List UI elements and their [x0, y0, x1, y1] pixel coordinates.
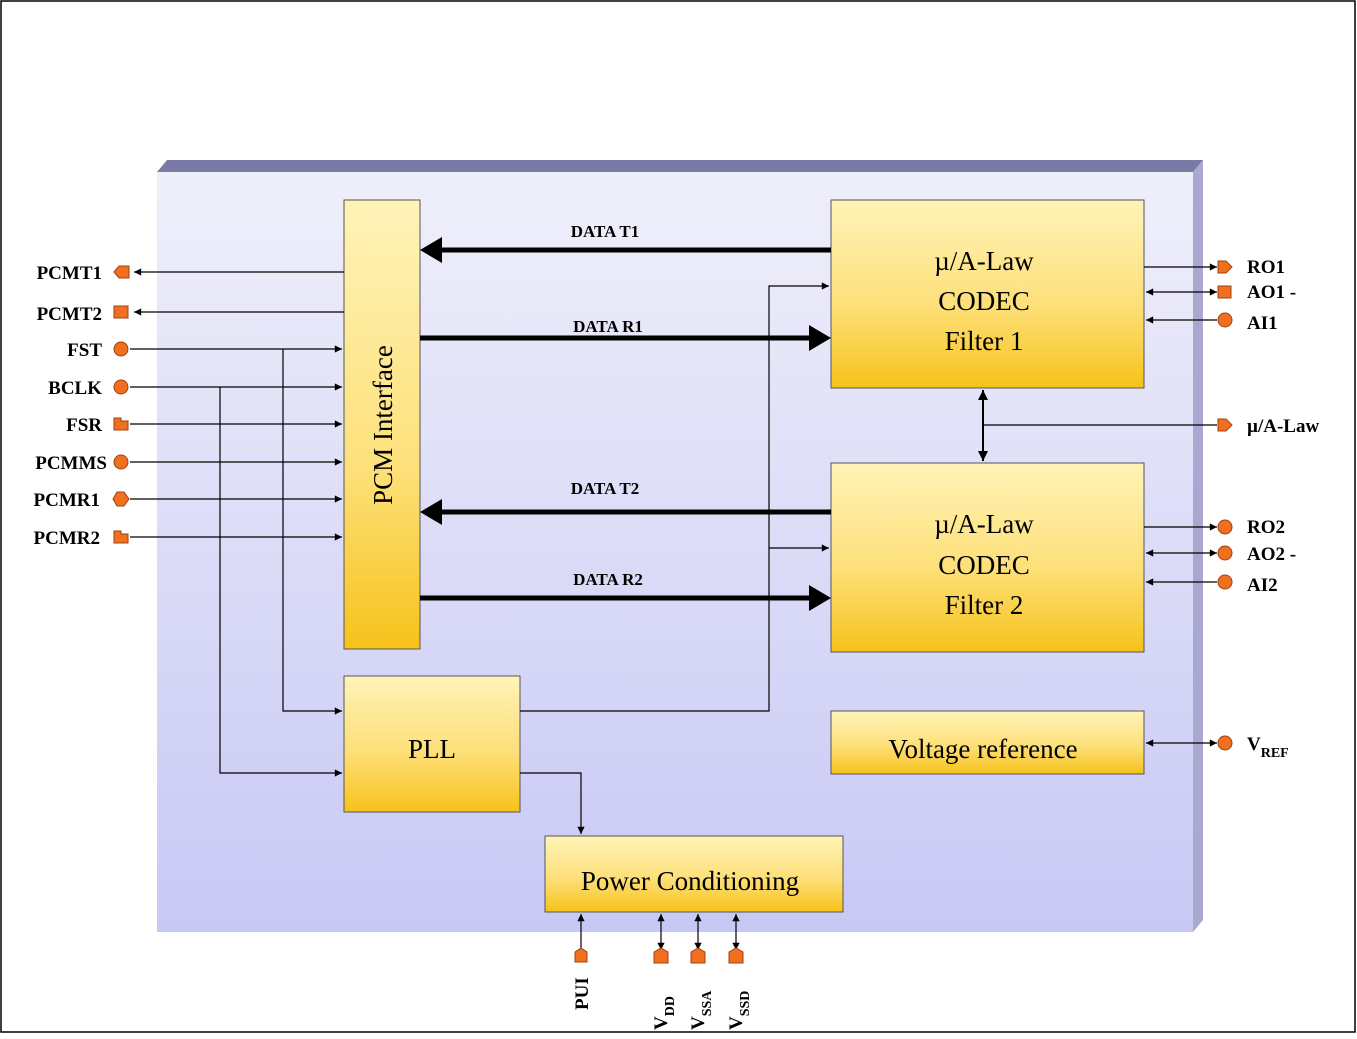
pin-label-vdd-sub: DD — [663, 996, 678, 1016]
pin-label-ao1: AO1 - — [1247, 282, 1296, 303]
codec1-line2: CODEC — [938, 286, 1030, 316]
codec2-line1: µ/A-Law — [934, 509, 1034, 539]
signal-lines — [130, 263, 1217, 952]
codec1-line3: Filter 1 — [945, 326, 1024, 356]
data-buses — [420, 247, 831, 601]
pin-ai2 — [1217, 574, 1233, 590]
pcm-interface-block: PCM Interface — [343, 199, 421, 650]
pin-label-ai2: AI2 — [1247, 575, 1278, 596]
pin-vref — [1217, 735, 1233, 751]
power-conditioning-label: Power Conditioning — [581, 866, 799, 896]
data-r2-label: DATA R2 — [573, 570, 643, 589]
pin-label-ai1: AI1 — [1247, 313, 1278, 334]
pin-ao2 — [1217, 545, 1233, 561]
pin-vssa — [690, 947, 706, 964]
pin-bclk — [113, 379, 129, 395]
pin-ao1 — [1217, 285, 1232, 299]
pin-label-vdd: VDD — [651, 996, 678, 1030]
codec2-line2: CODEC — [938, 550, 1030, 580]
power-conditioning-block: Power Conditioning — [544, 835, 844, 913]
pll-label: PLL — [408, 734, 456, 764]
pll-block: PLL — [343, 675, 521, 813]
pin-label-fsr: FSR — [66, 415, 102, 436]
pin-label-pcmms: PCMMS — [35, 453, 107, 474]
voltage-reference-block: Voltage reference — [830, 710, 1145, 775]
pin-label-pcmt2: PCMT2 — [37, 304, 102, 325]
chip-side-edge — [1193, 160, 1203, 932]
bottom-pin-labels: PUI VDD VSSA VSSD — [572, 977, 753, 1030]
pin-label-pui: PUI — [572, 977, 593, 1010]
pin-label-vssa-sub: SSA — [700, 990, 715, 1017]
pin-pui — [574, 947, 588, 963]
right-pin-labels: RO1 AO1 - AI1 µ/A-Law RO2 AO2 - AI2 VREF — [1247, 257, 1319, 761]
pin-pcmms — [113, 454, 129, 470]
pin-label-vref-main: V — [1247, 734, 1261, 755]
pin-label-vref-sub: REF — [1261, 746, 1289, 761]
pin-fsr — [113, 417, 129, 431]
pin-label-bclk: BCLK — [48, 378, 102, 399]
pin-fst — [113, 341, 129, 357]
data-bus-arrowheads — [420, 237, 831, 611]
pin-ro2 — [1217, 519, 1233, 535]
pin-label-vssd-sub: SSD — [738, 991, 753, 1017]
pin-pcmr1 — [112, 491, 130, 507]
data-t2-label: DATA T2 — [571, 479, 640, 498]
codec-filter-1-block: µ/A-Law CODEC Filter 1 — [830, 199, 1145, 389]
pin-ro1 — [1217, 260, 1233, 274]
pin-label-ao2: AO2 - — [1247, 544, 1296, 565]
pin-label-vssd-main: V — [726, 1016, 747, 1030]
pin-vdd — [653, 947, 669, 964]
pin-label-vssd: VSSD — [726, 991, 753, 1030]
pin-label-ro2: RO2 — [1247, 517, 1285, 538]
pin-label-law: µ/A-Law — [1247, 416, 1319, 437]
voltage-reference-label: Voltage reference — [888, 734, 1077, 764]
codec1-line1: µ/A-Law — [934, 246, 1034, 276]
pin-label-vssa: VSSA — [688, 990, 715, 1030]
data-t1-label: DATA T1 — [571, 222, 640, 241]
pin-pcmr2 — [113, 530, 129, 544]
pin-ai1 — [1217, 312, 1233, 328]
pin-label-vref: VREF — [1247, 734, 1289, 761]
pin-label-fst: FST — [67, 340, 102, 361]
chip-top-edge — [157, 160, 1203, 172]
pin-pcmt1 — [113, 265, 130, 279]
pin-label-vssa-main: V — [688, 1016, 709, 1030]
codec2-line3: Filter 2 — [945, 590, 1024, 620]
pin-markers — [112, 260, 1233, 964]
pin-label-pcmr2: PCMR2 — [34, 528, 100, 549]
left-pin-labels: PCMT1 PCMT2 FST BCLK FSR PCMMS PCMR1 PCM… — [34, 263, 107, 549]
pin-label-vdd-main: V — [651, 1016, 672, 1030]
pin-label-ro1: RO1 — [1247, 257, 1285, 278]
pin-law — [1217, 418, 1233, 432]
pin-label-pcmt1: PCMT1 — [37, 263, 102, 284]
data-r1-label: DATA R1 — [573, 317, 643, 336]
pin-pcmt2 — [113, 305, 129, 319]
pin-vssd — [728, 947, 744, 964]
pcm-interface-label: PCM Interface — [368, 345, 398, 505]
codec-filter-2-block: µ/A-Law CODEC Filter 2 — [830, 462, 1145, 653]
pin-label-pcmr1: PCMR1 — [34, 490, 100, 511]
